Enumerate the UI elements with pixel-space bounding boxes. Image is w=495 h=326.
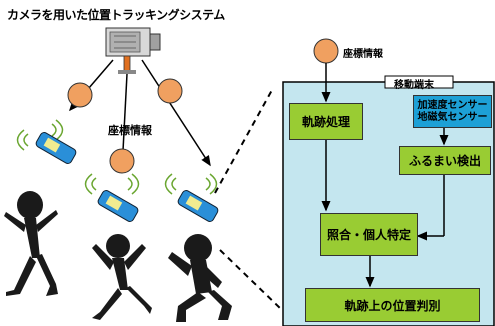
diagram-title: カメラを用いた位置トラッキングシステム [7, 8, 225, 22]
coordinate-marker-3 [157, 78, 183, 104]
person-icon-1 [4, 191, 58, 296]
accelerometer-label: 加速度センサー [417, 99, 488, 111]
coordinate-marker-1 [67, 82, 93, 108]
coordinate-marker-right [313, 38, 339, 64]
phone-icon-2 [84, 173, 140, 222]
position-on-trajectory-box: 軌跡上の位置判別 [305, 288, 480, 322]
geomagnetic-sensor-label: 地磁気センサー [417, 111, 488, 123]
trajectory-processing-box: 軌跡処理 [289, 103, 363, 140]
coordinate-marker-2 [109, 148, 135, 174]
mobile-terminal-label: 移動端末 [394, 80, 434, 91]
person-icon-3 [168, 234, 232, 322]
phone-icon-3 [164, 173, 219, 222]
phone-icon-1 [16, 119, 77, 164]
camera-icon [105, 27, 161, 74]
coordinate-info-label-right: 座標情報 [343, 49, 383, 60]
sensors-box: 加速度センサー 地磁気センサー [413, 95, 492, 128]
matching-identification-box: 照合・個人特定 [320, 213, 418, 256]
person-icon-2 [92, 234, 152, 320]
behavior-detection-box: ふるまい検出 [399, 146, 491, 175]
coordinate-info-label-left: 座標情報 [108, 124, 152, 137]
